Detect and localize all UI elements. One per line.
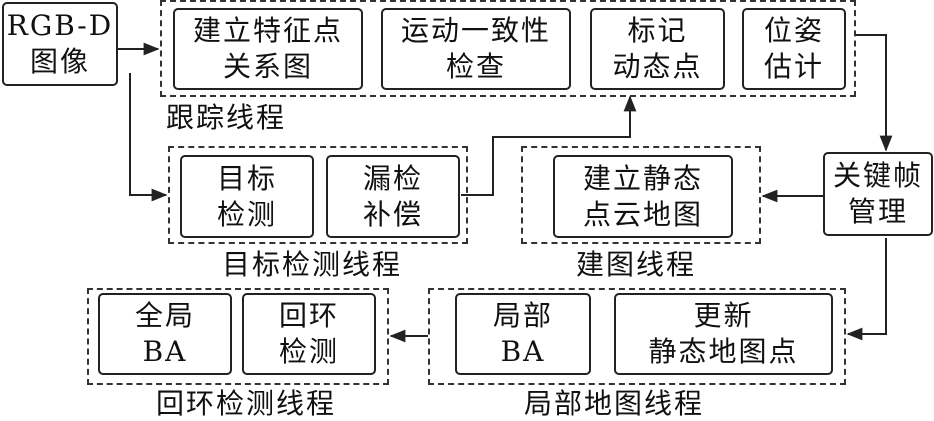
loop-thread-group — [87, 288, 389, 385]
arrow-keyframe-to-local-map — [846, 238, 887, 341]
global-ba-label: 全局 BA — [134, 299, 195, 368]
pose-estimation-label: 位姿 估计 — [763, 14, 824, 83]
mark-dynamic-label: 标记 动态点 — [612, 14, 703, 83]
static-pointcloud-map-label: 建立静态 点云地图 — [582, 161, 703, 231]
local-ba-label: 局部 BA — [492, 299, 553, 368]
mapping-thread-group — [521, 146, 761, 244]
keyframe-management-label: 关键帧 管理 — [832, 159, 923, 228]
static-pointcloud-map-box: 建立静态 点云地图 — [553, 155, 733, 238]
mapping-thread-label: 建图线程 — [576, 248, 697, 281]
keyframe-management-box: 关键帧 管理 — [823, 152, 933, 236]
object-detection-box: 目标 检测 — [180, 155, 314, 238]
local-map-thread-group — [428, 288, 846, 385]
local-map-thread-label: 局部地图线程 — [524, 387, 705, 420]
rgbd-image-input: RGB-D 图像 — [2, 2, 118, 86]
loop-thread-label: 回环检测线程 — [156, 387, 337, 420]
tracking-thread-label: 跟踪线程 — [166, 101, 287, 134]
rgbd-image-label: RGB-D 图像 — [6, 9, 114, 78]
tracking-thread-group — [160, 0, 856, 97]
feature-graph-label: 建立特征点 关系图 — [192, 14, 343, 83]
motion-check-label: 运动一致性 检查 — [400, 14, 551, 83]
arrow-tracking-to-keyframe — [856, 34, 893, 152]
loop-detection-label: 回环 检测 — [278, 299, 339, 368]
missed-detection-compensation-box: 漏检 补偿 — [326, 155, 460, 238]
update-static-points-box: 更新 静态地图点 — [614, 293, 833, 375]
object-detection-label: 目标 检测 — [216, 161, 277, 231]
arrow-detection-to-mark-dynamic — [461, 95, 637, 196]
pose-estimation-box: 位姿 估计 — [742, 8, 846, 90]
local-ba-box: 局部 BA — [455, 293, 591, 375]
arrow-rgbd-to-detection — [129, 73, 168, 202]
detection-thread-label: 目标检测线程 — [222, 248, 403, 281]
loop-detection-box: 回环 检测 — [242, 293, 376, 375]
missed-detection-compensation-label: 漏检 补偿 — [362, 161, 423, 231]
global-ba-box: 全局 BA — [98, 293, 232, 375]
motion-check-box: 运动一致性 检查 — [381, 8, 571, 90]
mark-dynamic-box: 标记 动态点 — [590, 8, 725, 90]
update-static-points-label: 更新 静态地图点 — [648, 299, 799, 368]
feature-graph-box: 建立特征点 关系图 — [173, 8, 363, 90]
